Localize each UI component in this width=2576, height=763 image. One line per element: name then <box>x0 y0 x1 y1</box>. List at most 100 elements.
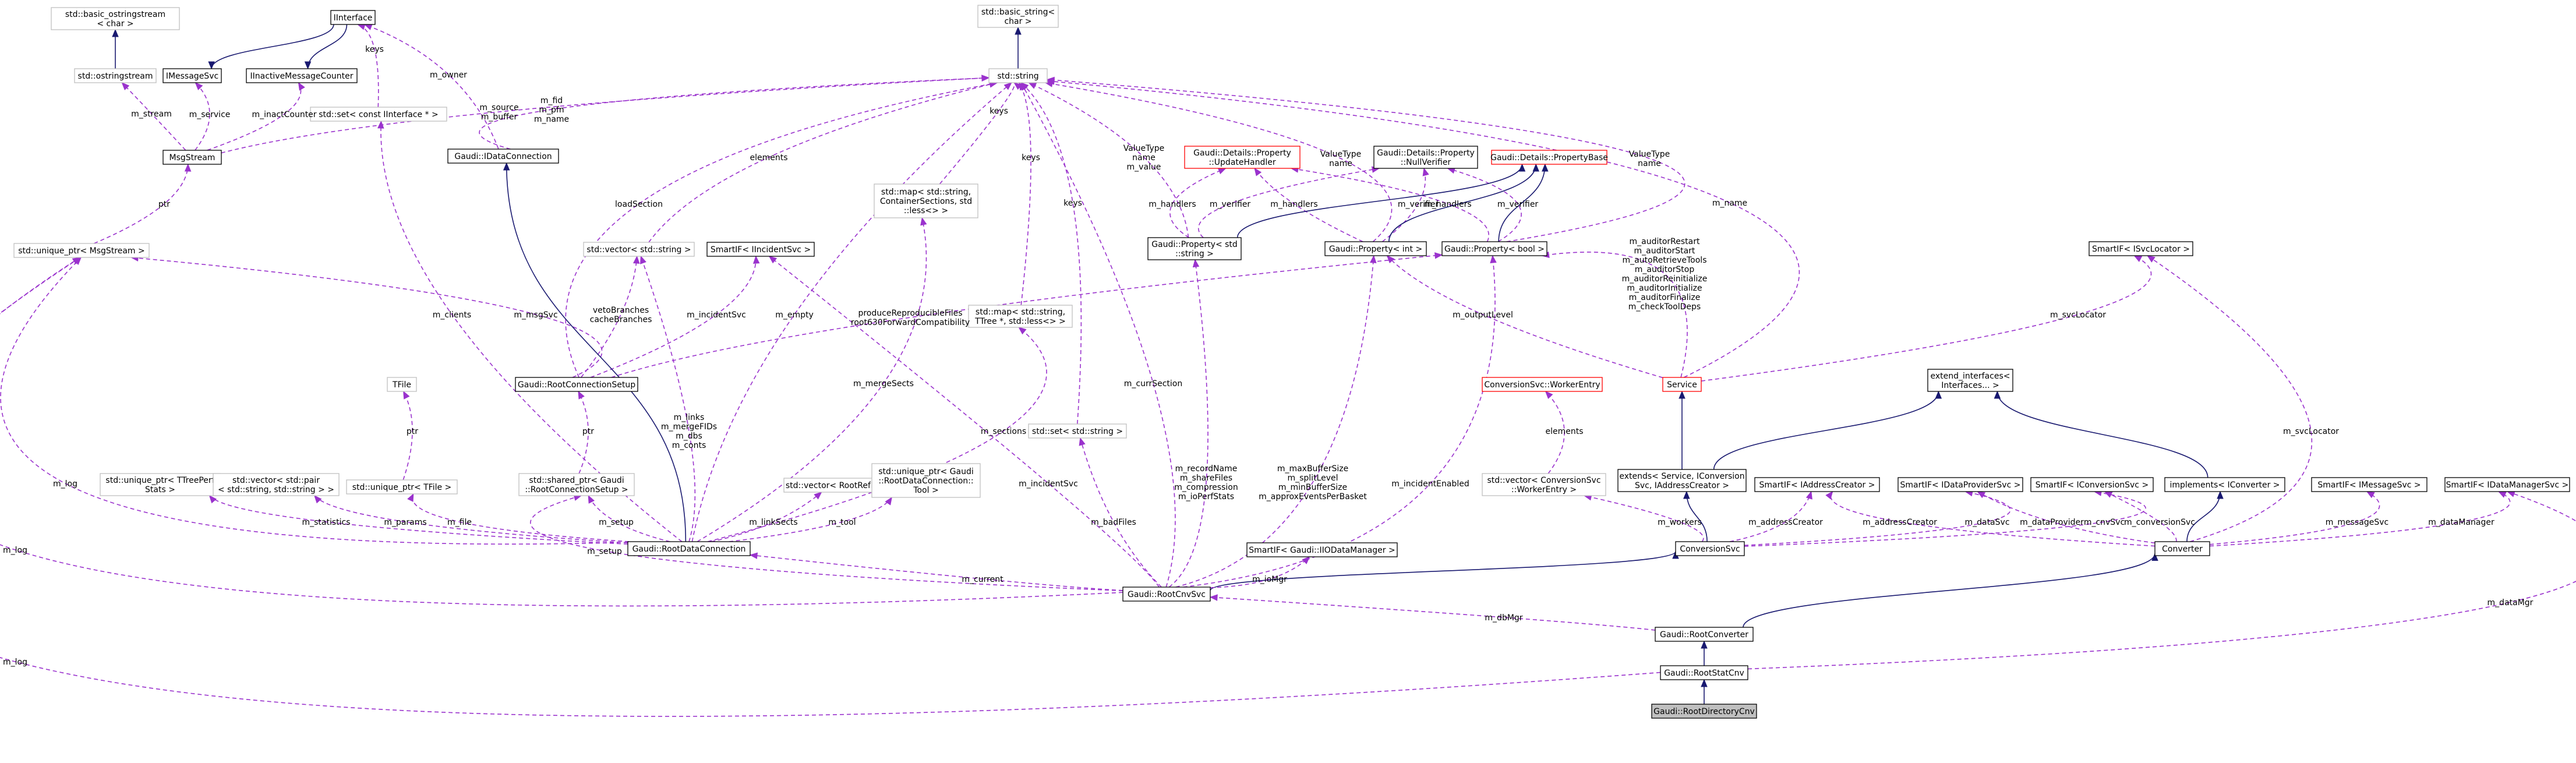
class-node-vector-rootref[interactable]: std::vector< RootRef > <box>783 478 882 493</box>
class-node-rootconnectionsetup[interactable]: Gaudi::RootConnectionSetup <box>515 377 638 392</box>
class-node-vector-string[interactable]: std::vector< std::string > <box>583 242 695 257</box>
class-node-map-ttree[interactable]: std::map< std::string,TTree *, std::less… <box>968 305 1073 328</box>
edge-label-line: m_splitLevel <box>1287 474 1338 483</box>
class-node-property-bool[interactable]: Gaudi::Property< bool > <box>1441 241 1547 256</box>
arrowhead <box>632 255 640 264</box>
edge-path <box>209 495 628 545</box>
class-node-string[interactable]: std::string <box>988 68 1048 83</box>
class-node-unique-tfile[interactable]: std::unique_ptr< TFile > <box>346 479 458 494</box>
class-node-tfile[interactable]: TFile <box>387 377 417 392</box>
arrowhead <box>1386 255 1395 264</box>
node-label: Gaudi::Property< std <box>1151 240 1238 249</box>
class-node-basic-ostringstream[interactable]: std::basic_ostringstream< char > <box>51 7 180 30</box>
class-node-property-int[interactable]: Gaudi::Property< int > <box>1324 241 1427 256</box>
edge-label-line: m_incidentSvc <box>687 310 746 320</box>
edge-path <box>750 554 1123 591</box>
edge-label-unique-tool-to-rootdataconnection: m_tool <box>828 518 856 527</box>
class-node-interface[interactable]: IInterface <box>330 10 376 25</box>
edge-label-line: m_auditorStop <box>1635 265 1695 274</box>
class-node-rootdataconnection[interactable]: Gaudi::RootDataConnection <box>627 541 751 556</box>
class-node-imessagesvc[interactable]: IMessageSvc <box>162 68 222 83</box>
class-node-iinactive[interactable]: IInactiveMessageCounter <box>246 68 358 83</box>
class-node-idataconnection[interactable]: Gaudi::IDataConnection <box>447 149 559 164</box>
class-node-unique-tool[interactable]: std::unique_ptr< Gaudi::RootDataConnecti… <box>871 463 981 498</box>
node-label: Gaudi::RootStatCnv <box>1664 669 1744 678</box>
node-box <box>1482 377 1603 392</box>
node-label: Gaudi::RootConverter <box>1660 630 1748 640</box>
edge-path <box>1029 82 1189 238</box>
class-node-converter[interactable]: Converter <box>2154 541 2210 556</box>
edge-label-line: m_compression <box>1174 483 1238 492</box>
class-node-set-string[interactable]: std::set< std::string > <box>1028 423 1127 439</box>
class-node-basic-string[interactable]: std::basic_string<char > <box>977 5 1059 28</box>
usage-edge-property-bool-to-rootconnectionsetup <box>611 252 1443 378</box>
node-box <box>1660 665 1748 680</box>
edge-path <box>2209 491 2511 547</box>
arrowhead <box>2104 491 2113 498</box>
edge-path <box>1997 391 2208 478</box>
edge-path <box>1498 164 1546 242</box>
inheritance-edge-extend-interfaces-to-implements-iconverter <box>1994 390 2208 478</box>
inheritance-edge-rootstatcnv-to-rootdirectorycnv <box>1701 679 1708 704</box>
class-node-smartif-imessagesvc[interactable]: SmartIF< IMessageSvc > <box>2311 477 2427 492</box>
class-node-msgstream[interactable]: MsgStream <box>162 150 222 165</box>
class-node-rootdirectorycnv[interactable]: Gaudi::RootDirectoryCnv <box>1651 704 1757 719</box>
node-label: SmartIF< IIncidentSvc > <box>711 245 811 255</box>
usage-edge-ostringstream-to-msgstream <box>121 82 186 151</box>
edge-path <box>769 256 1160 588</box>
class-node-shared-setup[interactable]: std::shared_ptr< Gaudi::RootConnectionSe… <box>518 473 635 496</box>
node-box <box>74 68 157 83</box>
edge-label-msgstream-to-unique-msgstream: ptr <box>158 200 170 209</box>
arrowhead <box>112 29 119 37</box>
class-node-extend-interfaces[interactable]: extend_interfaces<Interfaces... > <box>1927 369 2013 392</box>
class-node-rootcnvsvc[interactable]: Gaudi::RootCnvSvc <box>1122 587 1211 602</box>
arrowhead <box>1003 82 1012 90</box>
class-node-smartif-incident[interactable]: SmartIF< IIncidentSvc > <box>706 242 815 257</box>
class-node-smartif-dataprovider[interactable]: SmartIF< IDataProviderSvc > <box>1897 477 2023 492</box>
class-node-propertybase[interactable]: Gaudi::Details::PropertyBase <box>1490 150 1608 165</box>
usage-edge-property-int-to-rootcnvsvc <box>1175 255 1377 588</box>
class-node-smartif-iconversion[interactable]: SmartIF< IConversionSvc > <box>2030 477 2154 492</box>
class-node-nullverifier[interactable]: Gaudi::Details::Property::NullVerifier <box>1373 146 1478 169</box>
arrowhead <box>209 495 217 504</box>
class-node-rootstatcnv[interactable]: Gaudi::RootStatCnv <box>1660 665 1748 680</box>
class-node-smartif-isvclocator[interactable]: SmartIF< ISvcLocator > <box>2089 241 2193 256</box>
class-node-workerentry[interactable]: ConversionSvc::WorkerEntry <box>1482 377 1603 392</box>
class-node-implements-iconverter[interactable]: implements< IConverter > <box>2164 477 2285 492</box>
node-label: std::unique_ptr< MsgStream > <box>18 246 145 256</box>
node-label: IInactiveMessageCounter <box>250 72 354 81</box>
usage-edge-string-to-rootconnectionsetup <box>565 80 998 378</box>
class-node-smartif-datamanager[interactable]: SmartIF< IDataManagerSvc > <box>2444 477 2570 492</box>
class-node-map-containersections[interactable]: std::map< std::string,ContainerSections,… <box>874 183 978 218</box>
class-node-unique-msgstream[interactable]: std::unique_ptr< MsgStream > <box>13 243 150 258</box>
edge-path <box>121 82 186 151</box>
class-node-updatehandler[interactable]: Gaudi::Details::Property::UpdateHandler <box>1184 146 1301 169</box>
class-node-property-string[interactable]: Gaudi::Property< std::string > <box>1147 237 1242 260</box>
class-node-set-iinterface[interactable]: std::set< const IInterface * > <box>310 107 447 122</box>
edge-label-tfile-to-unique-tfile: ptr <box>407 427 418 436</box>
class-node-extends-service[interactable]: extends< Service, IConversionSvc, IAddre… <box>1617 469 1747 492</box>
node-label: ::less<> > <box>904 206 948 216</box>
edge-path <box>1713 391 1939 470</box>
edge-path <box>207 82 302 151</box>
class-node-conversionsvc[interactable]: ConversionSvc <box>1675 541 1745 556</box>
edge-label-smartif-iconversion-to-conversionsvc: m_cnvSvc <box>2084 518 2125 527</box>
class-node-smartif-iodatamanager[interactable]: SmartIF< Gaudi::IIODataManager > <box>1246 542 1398 557</box>
class-node-service[interactable]: Service <box>1662 377 1702 392</box>
class-node-vector-workerentry[interactable]: std::vector< ConversionSvc::WorkerEntry … <box>1482 473 1606 496</box>
class-node-smartif-addresscreator[interactable]: SmartIF< IAddressCreator > <box>1754 477 1880 492</box>
edge-label-unique-ttreeperf-to-rootdataconnection: m_statistics <box>302 518 350 527</box>
class-node-vector-pair[interactable]: std::vector< std::pair< std::string, std… <box>213 473 340 496</box>
node-box <box>2444 477 2570 492</box>
class-node-ostringstream[interactable]: std::ostringstream <box>74 68 157 83</box>
node-label: TFile <box>392 380 411 390</box>
edge-label-line: m_buffer <box>481 112 518 122</box>
class-node-rootconverter[interactable]: Gaudi::RootConverter <box>1655 627 1754 642</box>
edge-path <box>1381 168 1426 242</box>
edge-label-vector-rootref-to-rootdataconnection: m_linkSects <box>749 518 797 527</box>
usage-edge-unique-tfile-to-rootdataconnection <box>407 493 630 542</box>
edge-label-string-to-rootcnvsvc: m_currSection <box>1124 379 1183 388</box>
arrowhead <box>1434 252 1443 259</box>
